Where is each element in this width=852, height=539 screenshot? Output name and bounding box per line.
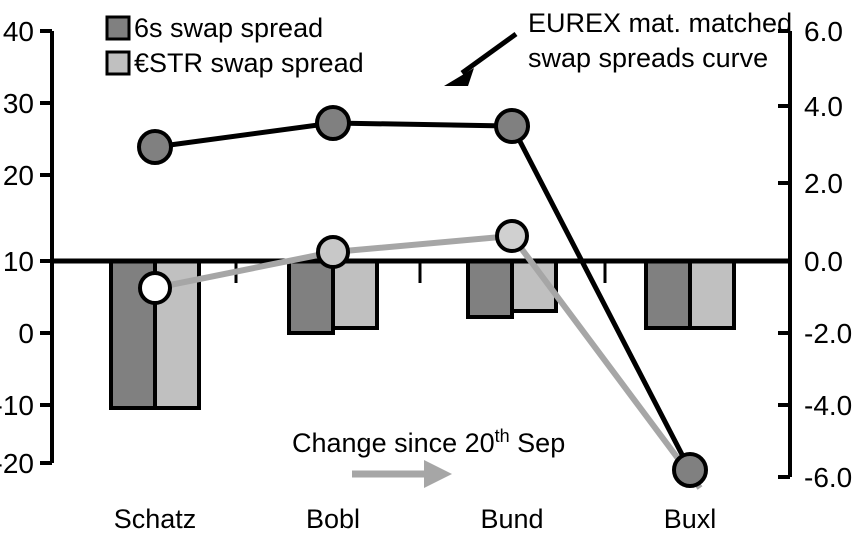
eurex-curve-annotation: EUREX mat. matched swap spreads curve — [444, 8, 792, 86]
left-axis-label-m10: -10 — [0, 390, 34, 421]
cat-label-bobl: Bobl — [306, 504, 360, 534]
right-axis-label-0: 0.0 — [804, 246, 843, 277]
eurex-annotation-line1: EUREX mat. matched — [528, 8, 792, 38]
bar-estr-bobl — [331, 259, 379, 330]
right-axis: 6.0 4.0 2.0 0.0 -2.0 -4.0 -6.0 — [778, 16, 852, 493]
right-axis-label-2: 2.0 — [804, 168, 843, 199]
right-axis-label-m2: -2.0 — [804, 318, 852, 349]
eurex-annotation-line2: swap spreads curve — [528, 43, 768, 73]
bar-group-bund — [466, 259, 558, 319]
right-axis-label-4: 4.0 — [804, 91, 843, 122]
left-axis-label-m20: -20 — [0, 448, 34, 479]
change-since-text-before: Change since 20 — [292, 428, 495, 458]
right-axis-label-m4: -4.0 — [804, 390, 852, 421]
line-eurex-swap-spreads — [137, 105, 708, 488]
left-axis-label-20: 20 — [3, 160, 34, 191]
cat-label-buxl: Buxl — [664, 504, 717, 534]
legend: 6s swap spread €STR swap spread — [105, 13, 364, 78]
marker-change-schatz — [138, 271, 172, 305]
left-axis-label-40: 40 — [3, 16, 34, 47]
right-axis-label-m6: -6.0 — [804, 462, 852, 493]
legend-swatch-6s-icon — [105, 15, 131, 41]
bar-6s-bund — [466, 259, 514, 319]
bar-group-buxl — [644, 259, 736, 330]
line-change-since-sep — [138, 219, 703, 490]
legend-entry-estr[interactable]: €STR swap spread — [105, 48, 364, 78]
down-left-arrow-icon — [444, 31, 518, 86]
marker-change-bobl — [316, 235, 350, 269]
marker-eurex-bobl — [315, 105, 351, 141]
marker-eurex-buxl — [672, 452, 708, 488]
marker-change-bund — [495, 219, 529, 253]
right-axis-label-6: 6.0 — [804, 16, 843, 47]
cat-label-bund: Bund — [480, 504, 543, 534]
change-since-superscript: th — [495, 426, 510, 446]
right-arrow-icon — [352, 460, 452, 488]
legend-entry-6s[interactable]: 6s swap spread — [105, 13, 323, 43]
bar-estr-buxl — [688, 259, 736, 330]
cat-label-schatz: Schatz — [114, 504, 197, 534]
change-since-annotation: Change since 20th Sep — [292, 426, 565, 488]
bar-6s-bobl — [287, 259, 335, 335]
legend-swatch-estr-icon — [105, 50, 131, 76]
left-axis-label-0: 0 — [18, 318, 34, 349]
left-axis-label-10: 10 — [3, 246, 34, 277]
marker-eurex-schatz — [137, 129, 173, 165]
change-since-text-after: Sep — [510, 428, 566, 458]
bar-group-bobl — [287, 259, 379, 335]
change-since-text: Change since 20th Sep — [292, 426, 565, 458]
left-axis-label-30: 30 — [3, 88, 34, 119]
category-labels: Schatz Bobl Bund Buxl — [114, 504, 717, 534]
left-axis: 40 30 20 10 0 -10 -20 — [0, 16, 54, 479]
legend-label-6s: 6s swap spread — [134, 13, 323, 43]
marker-eurex-bund — [494, 108, 530, 144]
bar-6s-buxl — [644, 259, 692, 330]
legend-label-estr: €STR swap spread — [134, 48, 364, 78]
